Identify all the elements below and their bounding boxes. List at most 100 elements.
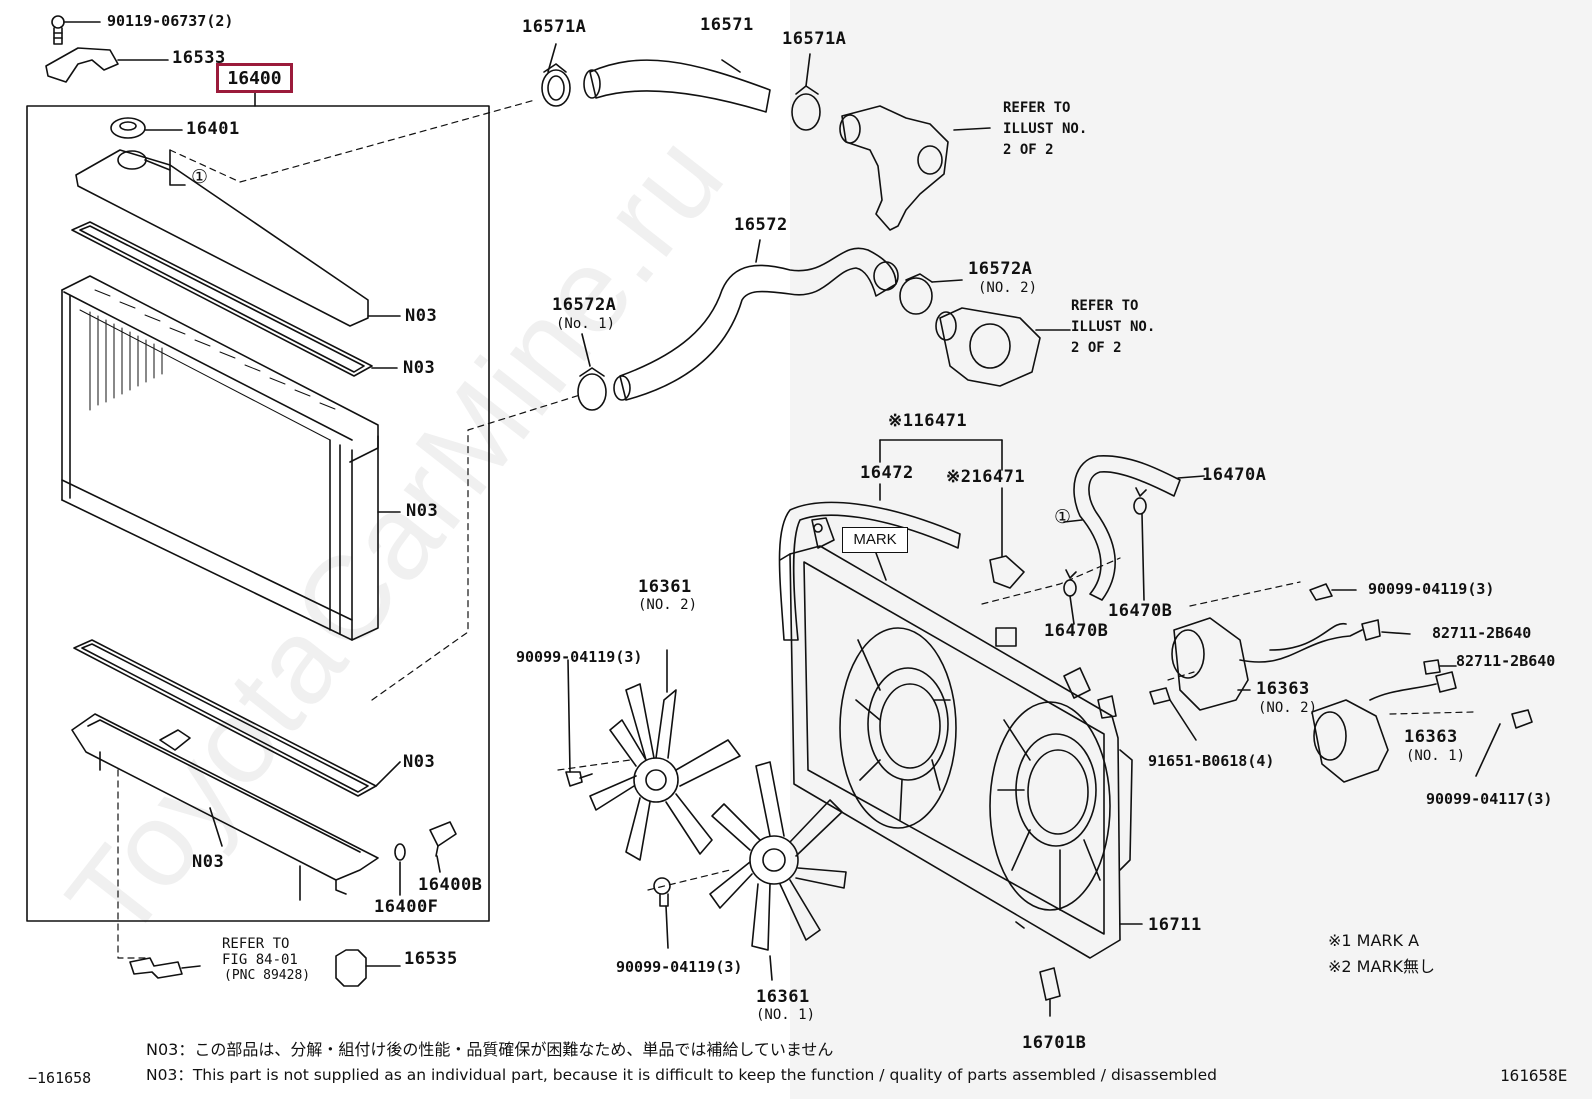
figure-id-right: 161658E (1500, 1066, 1568, 1085)
mark-leader (875, 552, 887, 581)
label-82711-a[interactable]: 82711-2B640 (1432, 624, 1532, 642)
bolt-90099-04117 (1475, 709, 1533, 777)
label-n03-2[interactable]: N03 (403, 358, 436, 378)
radiator-core (61, 275, 401, 641)
refer-bottom-line3: (PNC 89428) (224, 968, 311, 983)
label-16471-no-mark[interactable]: ※216471 (946, 467, 1026, 487)
dashed-leaders (117, 99, 1475, 959)
label-16400B[interactable]: 16400B (418, 875, 483, 895)
label-90099-04119-a[interactable]: 90099-04119(3) (516, 648, 643, 666)
label-90099-04119-b[interactable]: 90099-04119(3) (1368, 580, 1495, 598)
label-n03-4[interactable]: N03 (403, 752, 436, 772)
bolt-90099-b (1309, 583, 1357, 601)
refer-middle-line3: 2 OF 2 (1071, 340, 1122, 356)
radiator-cap-16401 (110, 117, 183, 139)
label-16472[interactable]: 16472 (860, 463, 914, 483)
label-bracket-16471 (879, 439, 1003, 471)
footnote-jp: N03：この部品は、分解・組付け後の性能・品質確保が困難なため、単品では補給して… (146, 1040, 834, 1059)
fan-16361-no2 (589, 649, 741, 861)
water-outlet-top (839, 105, 991, 231)
circle-1-right: ① (1054, 506, 1072, 528)
label-16572A-no2[interactable]: 16572A (968, 259, 1033, 279)
label-16701B[interactable]: 16701B (1022, 1033, 1087, 1053)
bolt-90099-c (653, 877, 671, 949)
upper-gasket (71, 221, 398, 377)
refer-middle-line2: ILLUST NO. (1071, 319, 1156, 335)
label-16471-mark-a[interactable]: ※116471 (888, 411, 968, 431)
clamp-16571A-left (541, 43, 571, 107)
bolt-91651 (1149, 687, 1197, 741)
hose-16572 (613, 239, 899, 401)
hose-16470A (1073, 455, 1205, 601)
fan-shroud-16711 (779, 517, 1143, 959)
label-16401[interactable]: 16401 (186, 119, 240, 139)
label-16363-no2-sub: (NO. 2) (1258, 700, 1318, 716)
label-82711-b[interactable]: 82711-2B640 (1456, 652, 1556, 670)
legend-mark-a: ※1 MARK A (1328, 931, 1420, 950)
bolt-90119 (51, 15, 101, 45)
refer-top-line2: ILLUST NO. (1003, 121, 1088, 137)
label-16571A-right[interactable]: 16571A (782, 29, 847, 49)
radiator-assembly-frame (26, 105, 490, 922)
motor-16363-no1 (1311, 659, 1457, 783)
lower-gasket (73, 639, 401, 797)
label-16363-no1-sub: (NO. 1) (1406, 748, 1466, 764)
label-16361-no2-sub: (NO. 2) (638, 597, 698, 613)
refer-bottom-line2: FIG 84-01 (222, 952, 298, 968)
label-16571A-left[interactable]: 16571A (522, 17, 587, 37)
label-16363-no2[interactable]: 16363 (1256, 679, 1310, 699)
refer-bottom-line1: REFER TO (222, 936, 290, 952)
clip-16471 (989, 487, 1025, 589)
label-n03-1[interactable]: N03 (405, 306, 438, 326)
refer-top-line1: REFER TO (1003, 100, 1071, 116)
upper-tank (75, 149, 401, 327)
label-16572A-no1[interactable]: 16572A (552, 295, 617, 315)
label-16361-no1[interactable]: 16361 (756, 987, 810, 1007)
bracket-16533 (45, 47, 169, 83)
label-16572A-no2-sub: (NO. 2) (978, 280, 1038, 296)
motor-16363-no2 (1171, 617, 1411, 711)
label-16711[interactable]: 16711 (1148, 915, 1202, 935)
label-16470B-b[interactable]: 16470B (1044, 621, 1109, 641)
label-16535[interactable]: 16535 (404, 949, 458, 969)
water-inlet (935, 307, 1071, 387)
clamp-16571A-right (791, 53, 821, 131)
label-16361-no1-sub: (NO. 1) (756, 1007, 816, 1023)
bolt-90099-a (565, 659, 593, 787)
label-n03-3[interactable]: N03 (406, 501, 439, 521)
label-16571[interactable]: 16571 (700, 15, 754, 35)
circle-1-top: ① (191, 166, 209, 188)
footnote-en: N03：This part is not supplied as an indi… (146, 1066, 1217, 1084)
legend-mark-none: ※2 MARK無し (1328, 957, 1436, 976)
drain-cock (129, 957, 201, 979)
label-90099-04119-c[interactable]: 90099-04119(3) (616, 958, 743, 976)
lower-tank (71, 713, 379, 901)
refer-middle-line1: REFER TO (1071, 298, 1139, 314)
clamp-16572A-no1 (577, 333, 607, 411)
label-16572A-no1-sub: (No. 1) (556, 316, 616, 332)
refer-top-line3: 2 OF 2 (1003, 142, 1054, 158)
label-90099-04117[interactable]: 90099-04117(3) (1426, 790, 1553, 808)
fan-16361-no1 (709, 761, 847, 981)
label-16400F[interactable]: 16400F (374, 897, 439, 917)
label-16533[interactable]: 16533 (172, 48, 226, 68)
label-16361-no2[interactable]: 16361 (638, 577, 692, 597)
cushion-16701B (1039, 967, 1061, 1017)
circle-1-leader (1063, 519, 1083, 523)
clamp-16572A-no2 (899, 273, 963, 315)
drain-plug (394, 821, 457, 896)
label-16470B-a[interactable]: 16470B (1108, 601, 1173, 621)
overflow-hose-16472 (778, 483, 961, 641)
background-shade (790, 0, 1592, 1099)
label-91651[interactable]: 91651-B0618(4) (1148, 752, 1275, 770)
cushion-16535 (335, 949, 401, 987)
label-90119[interactable]: 90119-06737(2) (107, 12, 234, 30)
label-16363-no1[interactable]: 16363 (1404, 727, 1458, 747)
highlighted-part-16400[interactable]: 16400 (216, 63, 293, 93)
label-n03-5[interactable]: N03 (192, 852, 225, 872)
label-16572[interactable]: 16572 (734, 215, 788, 235)
label-16470A[interactable]: 16470A (1202, 465, 1267, 485)
figure-id-left: −161658 (28, 1069, 92, 1087)
